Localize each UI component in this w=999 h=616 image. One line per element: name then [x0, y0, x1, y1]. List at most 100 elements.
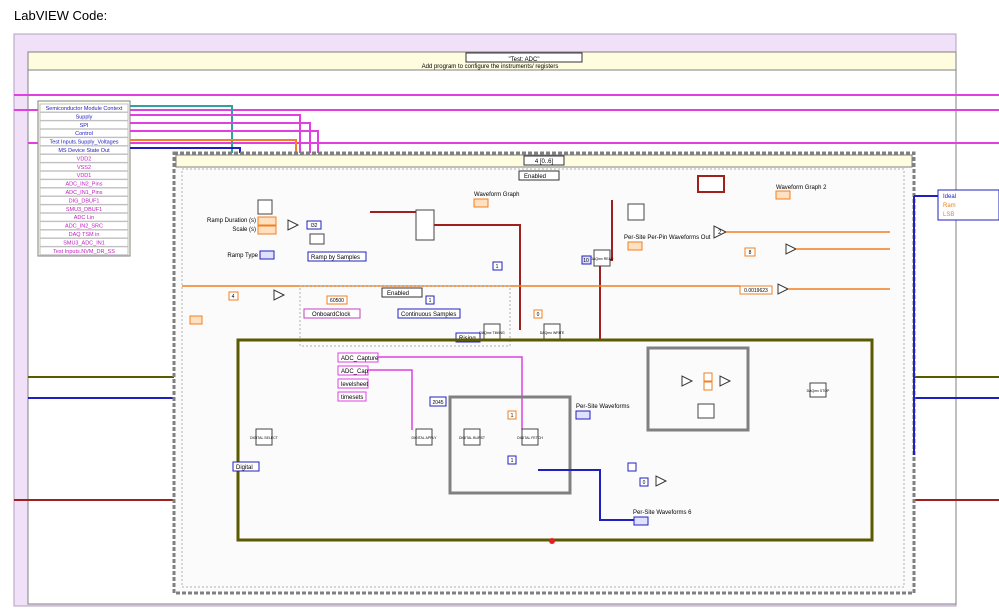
- while-loop-frame: [236, 338, 874, 542]
- edge-ring[interactable]: [455, 332, 481, 343]
- ramp-type-value: Ramp by Samples: [311, 255, 360, 261]
- adc-cap-label: ADC_Cap: [341, 369, 369, 375]
- const-4-value: 4: [232, 294, 235, 300]
- daqmx-timing-label: DAQmx TIMING: [479, 331, 505, 335]
- const-4[interactable]: [228, 291, 239, 301]
- per-site-waveforms-6-terminal[interactable]: [633, 516, 649, 526]
- inner-for-loop-frame: [646, 346, 750, 432]
- const-1c[interactable]: [507, 410, 517, 420]
- sequence-selector-label: 4 [0..6]: [535, 159, 554, 165]
- waveform6-wire: [538, 469, 634, 521]
- digital-apply-node[interactable]: [415, 428, 433, 446]
- per-site-waveforms-label: Per-Site Waveforms: [576, 404, 629, 410]
- clock-source-value: OnboardClock: [312, 312, 351, 318]
- const-0c[interactable]: [639, 477, 649, 487]
- const-60500[interactable]: [326, 295, 348, 305]
- ramp-type-control[interactable]: [259, 250, 275, 260]
- capture-wire: [378, 356, 523, 430]
- multiply-scale-node[interactable]: [777, 283, 790, 295]
- scale-control[interactable]: [257, 225, 277, 235]
- cluster-element-label: ADC_IN2_Pins: [66, 182, 103, 188]
- adc-capture-label: ADC_Capture: [341, 356, 379, 362]
- rate-control[interactable]: [189, 315, 203, 325]
- const-10[interactable]: [581, 255, 592, 265]
- const-8-value: 8: [749, 250, 752, 256]
- sample-mode-ring[interactable]: [397, 308, 461, 319]
- build-array-node[interactable]: [415, 209, 435, 241]
- per-site-per-pin-label: Per-Site Per-Pin Waveforms Out: [624, 235, 711, 241]
- const-1d[interactable]: [507, 455, 517, 465]
- right-label-ram: Ram: [943, 203, 956, 209]
- case-selector[interactable]: [465, 52, 583, 63]
- timing-disable-frame: [299, 285, 511, 347]
- right-label-ideal: Ideal: [943, 194, 956, 200]
- digital-apply-label: DIGITAL APPLY: [411, 436, 437, 440]
- const-1e[interactable]: [627, 462, 637, 472]
- const-1a[interactable]: [425, 295, 435, 305]
- const-1d-value: 1: [511, 458, 514, 464]
- cluster-element-label: DIG_DBUF1: [69, 198, 100, 204]
- ramp-type-label: Ramp Type: [227, 253, 258, 259]
- waveform-graph-terminal[interactable]: [473, 198, 489, 208]
- const-0019623[interactable]: [739, 285, 773, 295]
- build-array-inner-node[interactable]: [697, 403, 715, 419]
- cluster-element-label: VDD1: [77, 173, 92, 179]
- waveform-graph-2-terminal[interactable]: [775, 190, 791, 200]
- i32-label: I32: [311, 223, 318, 229]
- for-loop-frame: [448, 395, 572, 495]
- const-2045[interactable]: [429, 396, 447, 407]
- const-0a-value: 0: [537, 312, 540, 318]
- digital-value: Digital: [236, 465, 253, 471]
- inner-const-1[interactable]: [703, 372, 713, 382]
- timing-disable-label: Enabled: [387, 291, 409, 297]
- cluster-element-label: ADC Lin: [74, 215, 94, 221]
- ramp-generator-node[interactable]: [257, 199, 273, 215]
- per-site-waveforms-terminal[interactable]: [575, 410, 591, 420]
- sequence-selector[interactable]: [523, 155, 565, 166]
- cluster-element-box[interactable]: [39, 246, 129, 256]
- timing-disable-selector[interactable]: [381, 287, 423, 298]
- levelsheet-label: levelsheet: [341, 382, 368, 388]
- digital-ring[interactable]: [232, 461, 260, 472]
- subtract-node[interactable]: [681, 375, 694, 387]
- timesets-constant[interactable]: [337, 391, 367, 402]
- const-1c-value: 1: [511, 413, 514, 419]
- right-label-lsb: LSB: [943, 212, 954, 218]
- digital-burst-node[interactable]: [463, 428, 481, 446]
- cluster-element-label: VSS2: [77, 165, 91, 171]
- compare-node[interactable]: [713, 225, 728, 239]
- add-node[interactable]: [785, 243, 798, 255]
- inner-const-0[interactable]: [703, 381, 713, 391]
- digital-fetch-label: DIGITAL FETCH: [517, 436, 543, 440]
- select-node[interactable]: [719, 375, 732, 387]
- daqmx-stop-node[interactable]: [809, 382, 827, 398]
- const-0019623-value: 0.0019623: [744, 288, 768, 294]
- per-site-per-pin-terminal[interactable]: [627, 241, 643, 251]
- output-cluster[interactable]: [937, 189, 999, 221]
- cap-wire: [368, 369, 413, 430]
- divide-node[interactable]: [273, 289, 286, 301]
- clock-source-ring[interactable]: [303, 308, 361, 319]
- cluster-element-label: SMU3_DBUF1: [66, 207, 102, 213]
- daqmx-stop-label: DAQmx STOP: [807, 389, 830, 393]
- disable-selector[interactable]: [518, 170, 560, 181]
- multiply-node[interactable]: [287, 219, 300, 231]
- waveform-graph-2-node[interactable]: [697, 175, 725, 193]
- const-1b[interactable]: [492, 261, 503, 271]
- i32-convert-node[interactable]: [306, 220, 322, 230]
- index-array-node[interactable]: [627, 203, 645, 221]
- const-0a[interactable]: [533, 309, 543, 319]
- compare-bottom-node[interactable]: [655, 475, 668, 487]
- levelsheet-constant[interactable]: [337, 378, 369, 389]
- case-selector-label: "Test: ADC": [509, 57, 540, 63]
- digital-fetch-node[interactable]: [521, 428, 539, 446]
- daqmx-read-node[interactable]: [593, 249, 611, 267]
- cluster-element-label: MS Device State Out: [58, 148, 110, 154]
- const-8[interactable]: [744, 247, 756, 257]
- ramp-icon: [309, 233, 325, 245]
- ramp-type-ring[interactable]: [307, 251, 367, 262]
- digital-select-node[interactable]: [255, 428, 273, 446]
- ramp-duration-control[interactable]: [257, 216, 277, 226]
- const-10-value: 10: [583, 258, 589, 264]
